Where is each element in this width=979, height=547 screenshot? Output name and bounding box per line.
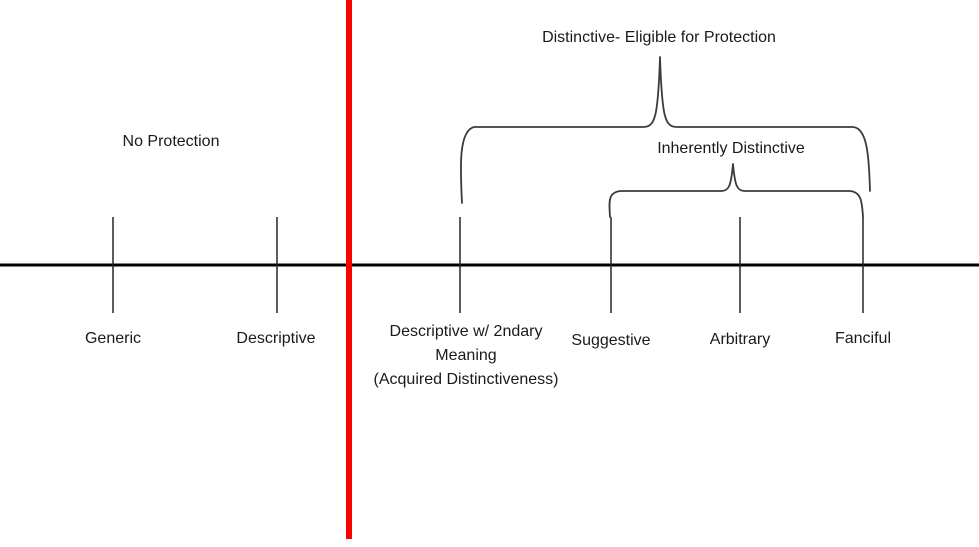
descriptive-secondary-line-2: Meaning: [435, 347, 497, 364]
descriptive-label: Descriptive: [236, 330, 316, 347]
no-protection-label: No Protection: [122, 133, 220, 150]
descriptive-secondary-meaning-label: Descriptive w/ 2ndary Meaning (Acquired …: [374, 320, 559, 392]
descriptive-secondary-line-1: Descriptive w/ 2ndary: [389, 323, 543, 340]
distinctive-eligible-label: Distinctive- Eligible for Protection: [542, 29, 776, 46]
inherently-distinctive-brace: [608, 163, 864, 218]
eligible-for-protection-brace: [459, 56, 871, 204]
suggestive-label: Suggestive: [571, 332, 651, 349]
descriptive-secondary-line-3: (Acquired Distinctiveness): [373, 371, 559, 388]
generic-label: Generic: [84, 330, 142, 347]
fanciful-label: Fanciful: [834, 330, 892, 347]
arbitrary-label: Arbitrary: [709, 331, 771, 348]
inherently-distinctive-label: Inherently Distinctive: [657, 140, 805, 157]
